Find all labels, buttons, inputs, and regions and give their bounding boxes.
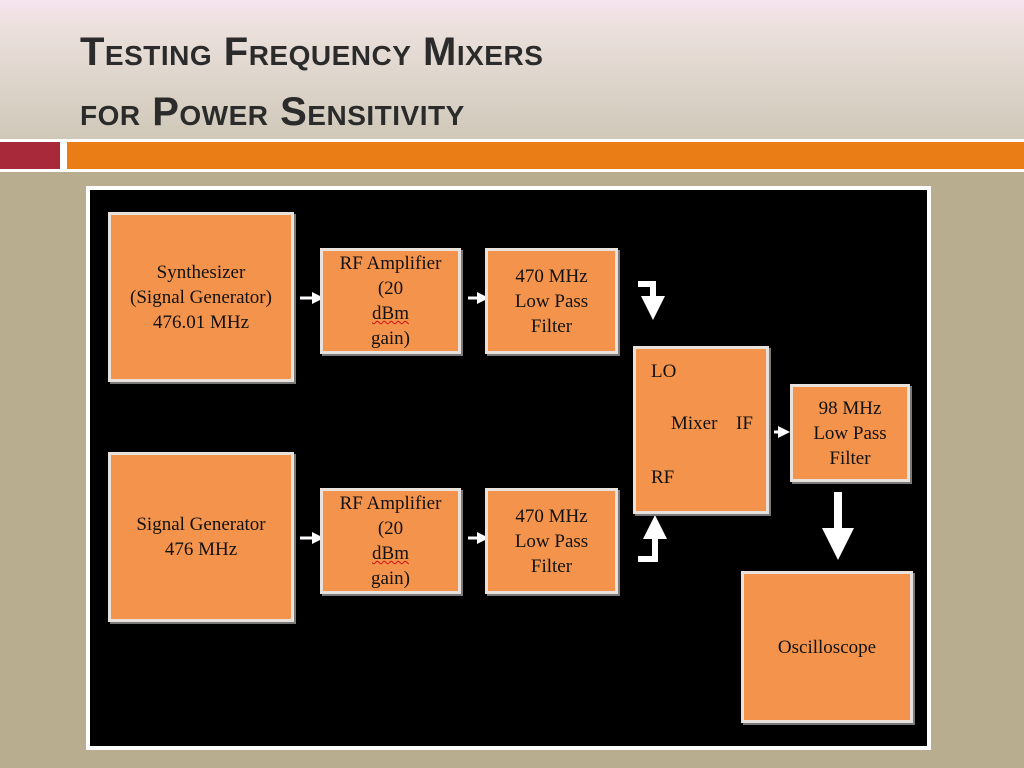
lpf-top-frequency: 470 MHz: [515, 265, 588, 287]
mixer-rf-port: RF: [651, 467, 675, 488]
divider-red-bar: [0, 142, 60, 169]
oscilloscope-label: Oscilloscope: [777, 636, 877, 658]
signal-generator-label: Signal Generator: [136, 514, 266, 535]
rf-amplifier-top-unit: dBm: [372, 303, 409, 324]
rf-amplifier-top-label: RF Amplifier: [339, 253, 442, 274]
diagram-frame: Synthesizer (Signal Generator) 476.01 MH…: [86, 186, 931, 750]
if-filter-frequency: 98 MHz: [818, 397, 882, 419]
title-line-1: Testing Frequency Mixers: [80, 30, 544, 74]
synthesizer-frequency: 476.01 MHz: [152, 311, 250, 333]
header-background: [0, 0, 1024, 140]
arrow-lpf-top-to-lo: [638, 281, 665, 320]
lpf-bottom-label: Filter: [530, 555, 573, 577]
rf-amplifier-top-gain-suffix: gain): [370, 328, 411, 349]
lpf-top-type: Low Pass: [514, 290, 589, 312]
rf-amplifier-bottom-gain: (20: [377, 518, 404, 539]
connector-arrows: [300, 281, 854, 562]
rf-amplifier-top-gain: (20: [377, 278, 404, 299]
lpf-bottom-frequency: 470 MHz: [515, 505, 588, 527]
title-line-2: for Power Sensitivity: [80, 90, 465, 134]
low-pass-filter-bottom-block: 470 MHz Low Pass Filter: [485, 488, 618, 594]
mixer-lo-port: LO: [651, 361, 677, 382]
synthesizer-label: Synthesizer: [156, 261, 246, 283]
if-filter-label: Filter: [829, 447, 871, 469]
block-diagram: Synthesizer (Signal Generator) 476.01 MH…: [90, 190, 927, 746]
signal-generator-frequency: 476 MHz: [164, 539, 238, 560]
oscilloscope-block: Oscilloscope: [741, 571, 913, 723]
low-pass-filter-top-block: 470 MHz Low Pass Filter: [485, 248, 618, 354]
page-title: Testing Frequency Mixers for Power Sensi…: [80, 22, 543, 142]
rf-amplifier-top-block: RF Amplifier (20 dBm gain): [320, 248, 461, 354]
lpf-top-label: Filter: [530, 315, 573, 337]
if-filter-type: Low Pass: [813, 422, 887, 444]
rf-amplifier-bottom-label: RF Amplifier: [339, 493, 442, 514]
rf-amplifier-bottom-gain-suffix: gain): [370, 568, 411, 589]
rf-amplifier-bottom-unit: dBm: [372, 543, 409, 564]
mixer-label: Mixer: [671, 413, 718, 434]
signal-generator-block: Signal Generator 476 MHz: [108, 452, 294, 622]
synthesizer-block: Synthesizer (Signal Generator) 476.01 MH…: [108, 212, 294, 382]
mixer-if-port: IF: [736, 413, 753, 434]
mixer-block: LO Mixer IF RF: [633, 346, 769, 514]
if-low-pass-filter-block: 98 MHz Low Pass Filter: [790, 384, 910, 482]
arrow-lpf-bottom-to-rf: [638, 515, 667, 562]
synthesizer-type: (Signal Generator): [130, 286, 272, 308]
lpf-bottom-type: Low Pass: [514, 530, 589, 552]
divider-orange-bar: [67, 142, 1024, 169]
rf-amplifier-bottom-block: RF Amplifier (20 dBm gain): [320, 488, 461, 594]
